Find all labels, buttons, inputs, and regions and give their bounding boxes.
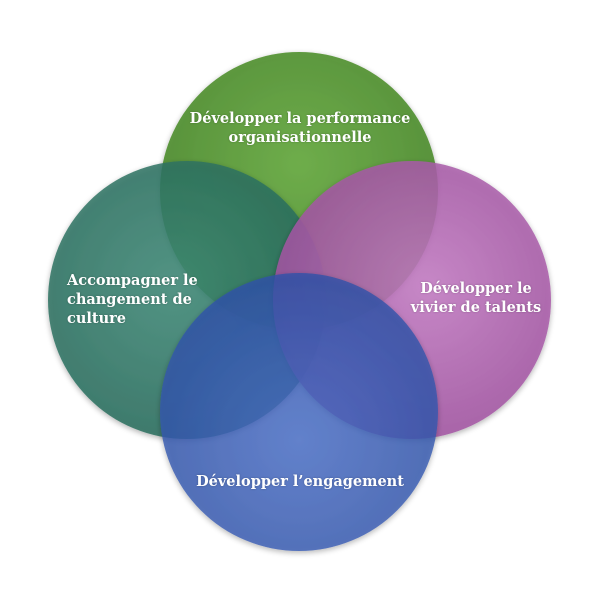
circle-bottom xyxy=(160,273,438,551)
label-engagement: Développer l’engagement xyxy=(196,473,404,490)
label-performance: Développer la performance organisationne… xyxy=(189,110,411,146)
label-talents: Développer le vivier de talents xyxy=(410,280,542,316)
label-culture: Accompagner le changement de culture xyxy=(67,272,198,327)
